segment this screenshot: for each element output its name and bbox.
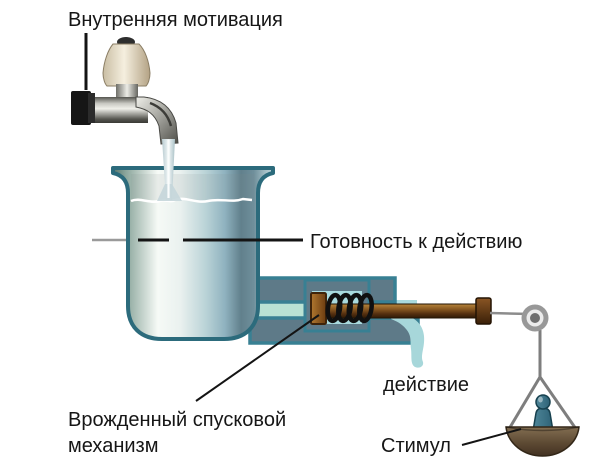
label-internal-motivation: Внутренняя мотивация — [68, 9, 283, 31]
action-water-spill — [391, 313, 425, 368]
label-readiness-for-action: Готовность к действию — [310, 231, 522, 253]
faucet-stem — [116, 84, 138, 100]
faucet-flange-ridge — [88, 93, 95, 123]
spout-reflection-line — [149, 101, 173, 127]
faucet-spout — [135, 96, 179, 145]
label-innate-mechanism-line1: Врожденный спусковой — [68, 409, 286, 431]
faucet-knob — [102, 43, 151, 87]
water-channel — [253, 303, 313, 317]
label-action: действие — [383, 374, 469, 396]
label-innate-mechanism-line2: механизм — [68, 435, 158, 457]
pulley-and-scale — [489, 304, 580, 457]
innate-mechanism-pointer-line — [195, 314, 320, 402]
water-stream — [157, 139, 182, 201]
pan-rim-line — [505, 426, 580, 432]
beaker — [111, 166, 275, 341]
stimulus-pointer-line — [461, 428, 522, 446]
pulley-axle — [530, 313, 540, 323]
pipe-assembly — [248, 276, 492, 368]
faucet — [71, 33, 179, 145]
pan-string-left — [507, 376, 542, 430]
trigger-spring — [325, 292, 374, 324]
beaker-headspace — [131, 174, 255, 200]
label-stimulus: Стимул — [381, 435, 451, 457]
beaker-body — [111, 166, 275, 341]
weight-highlight — [538, 396, 543, 403]
scale-pan — [505, 426, 580, 457]
faucet-flange — [71, 91, 91, 125]
rod-flange — [475, 297, 492, 325]
weight-knob — [535, 394, 551, 410]
pan-string-right — [538, 376, 578, 430]
stimulus-weight — [532, 394, 554, 432]
